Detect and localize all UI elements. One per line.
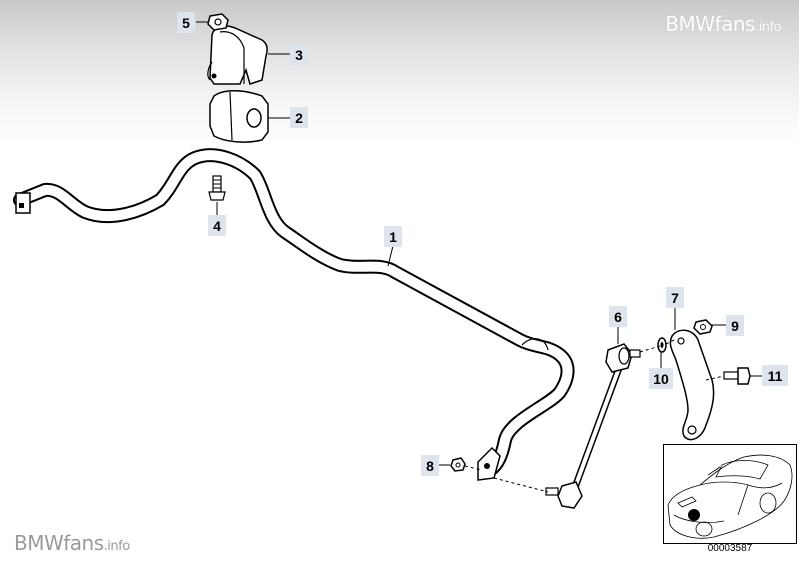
- nut-9-icon: [693, 319, 713, 335]
- watermark-brand: BMWfans: [665, 12, 755, 36]
- nut-8-icon: [450, 457, 466, 472]
- callout-label-11: 11: [768, 368, 783, 384]
- car-silhouette-icon: [667, 454, 793, 539]
- callout-label-1: 1: [389, 229, 397, 245]
- rubber-mount: [209, 90, 269, 143]
- callout-label-3: 3: [295, 47, 303, 63]
- callout-leaders: [196, 21, 762, 466]
- callout-4: 4: [208, 215, 226, 236]
- callout-8: 8: [421, 455, 439, 476]
- link-rod: [545, 343, 641, 509]
- watermark-suffix-bottom: .info: [103, 539, 131, 554]
- watermark-suffix: .info: [754, 20, 782, 35]
- callout-6: 6: [609, 306, 627, 327]
- callout-3: 3: [290, 44, 308, 65]
- callout-1: 1: [384, 226, 402, 247]
- callout-label-2: 2: [295, 110, 303, 126]
- bracket-clamp: [207, 25, 268, 85]
- inset-code: 00003587: [707, 543, 753, 554]
- callout-label-7: 7: [671, 290, 679, 306]
- callout-10: 10: [649, 368, 673, 389]
- bracket-arm: [669, 329, 715, 441]
- callout-label-4: 4: [213, 218, 221, 234]
- callout-label-8: 8: [426, 458, 434, 474]
- bolt-11-icon: [723, 367, 751, 385]
- bolt-icon: [208, 175, 226, 201]
- watermark-brand-bottom: BMWfans: [14, 531, 104, 555]
- stabilizer-bar: [13, 148, 575, 481]
- callout-9: 9: [726, 315, 744, 336]
- nut-icon: [207, 13, 229, 31]
- callout-label-6: 6: [614, 309, 622, 325]
- callout-label-5: 5: [182, 15, 190, 31]
- car-inset: [663, 444, 797, 544]
- callout-11: 11: [762, 365, 788, 386]
- dashed-leaders: [464, 339, 725, 493]
- watermark-top: BMWfans.info: [665, 12, 781, 36]
- callout-label-9: 9: [731, 318, 739, 334]
- callout-2: 2: [290, 107, 308, 128]
- callouts: 5 3 2 4 1 6 7 9: [177, 12, 788, 476]
- washer-icon: [657, 337, 667, 353]
- watermark-bottom: BMWfans.info: [14, 531, 130, 555]
- callout-7: 7: [666, 287, 684, 308]
- callout-5: 5: [177, 12, 195, 33]
- callout-label-10: 10: [653, 371, 669, 387]
